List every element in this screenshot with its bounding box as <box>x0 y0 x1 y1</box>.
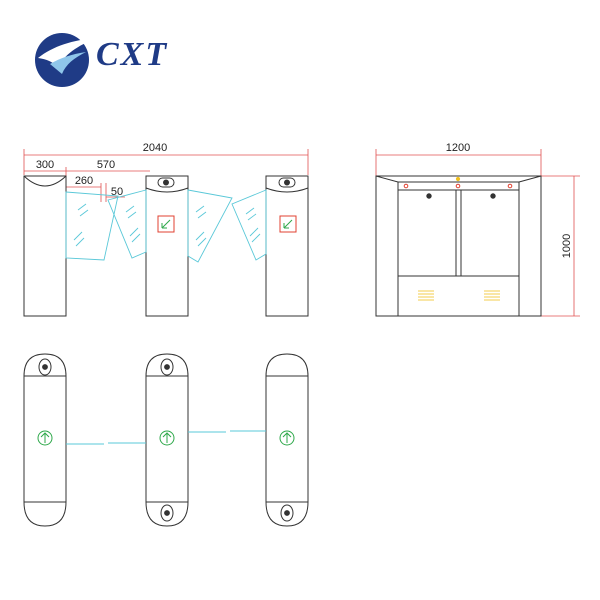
dim-total-label: 2040 <box>143 142 167 154</box>
cxt-swoosh-logo-icon <box>35 33 96 87</box>
dimension-lines-side <box>375 149 580 317</box>
right-pillar-cap-line <box>265 187 309 193</box>
top-middle-reader-icon-top <box>160 358 174 376</box>
top-left-reader-icon <box>38 358 52 376</box>
side-indicator-center <box>455 183 461 189</box>
dim-260-label: 260 <box>75 175 93 187</box>
right-pillar <box>265 175 309 317</box>
right-reader-icon <box>278 177 296 188</box>
dimension-lines-front <box>23 149 309 202</box>
glass-flaps <box>65 189 267 263</box>
side-indicator-left <box>403 183 409 189</box>
middle-pillar <box>145 175 189 317</box>
front-view <box>23 149 309 317</box>
middle-reader-icon <box>157 177 175 188</box>
top-middle-reader-icon-bottom <box>160 504 174 522</box>
dim-300-label: 300 <box>36 159 54 171</box>
up-arrow-icon-right <box>279 430 295 446</box>
middle-indicator-icon <box>157 215 175 233</box>
left-pillar <box>23 175 67 317</box>
middle-pillar-cap-line <box>145 187 189 193</box>
side-indicator-right <box>507 183 513 189</box>
dim-570-label: 570 <box>97 159 115 171</box>
up-arrow-icon-middle <box>159 430 175 446</box>
dim-height-label: 1000 <box>561 234 573 258</box>
side-housing <box>375 175 542 317</box>
brand-name: CXT <box>96 36 169 73</box>
dim-50-label: 50 <box>111 186 123 198</box>
left-pillar-cap <box>23 175 67 187</box>
side-indicator-yellow <box>455 176 461 182</box>
top-flaps <box>66 430 266 445</box>
brand-logo <box>28 28 188 90</box>
vent-slots <box>418 290 500 301</box>
top-view <box>23 353 309 527</box>
right-indicator-icon <box>279 215 297 233</box>
top-right-reader-icon <box>280 504 294 522</box>
dim-width-label: 1200 <box>446 142 470 154</box>
up-arrow-icon-left <box>37 430 53 446</box>
side-view <box>375 149 580 317</box>
